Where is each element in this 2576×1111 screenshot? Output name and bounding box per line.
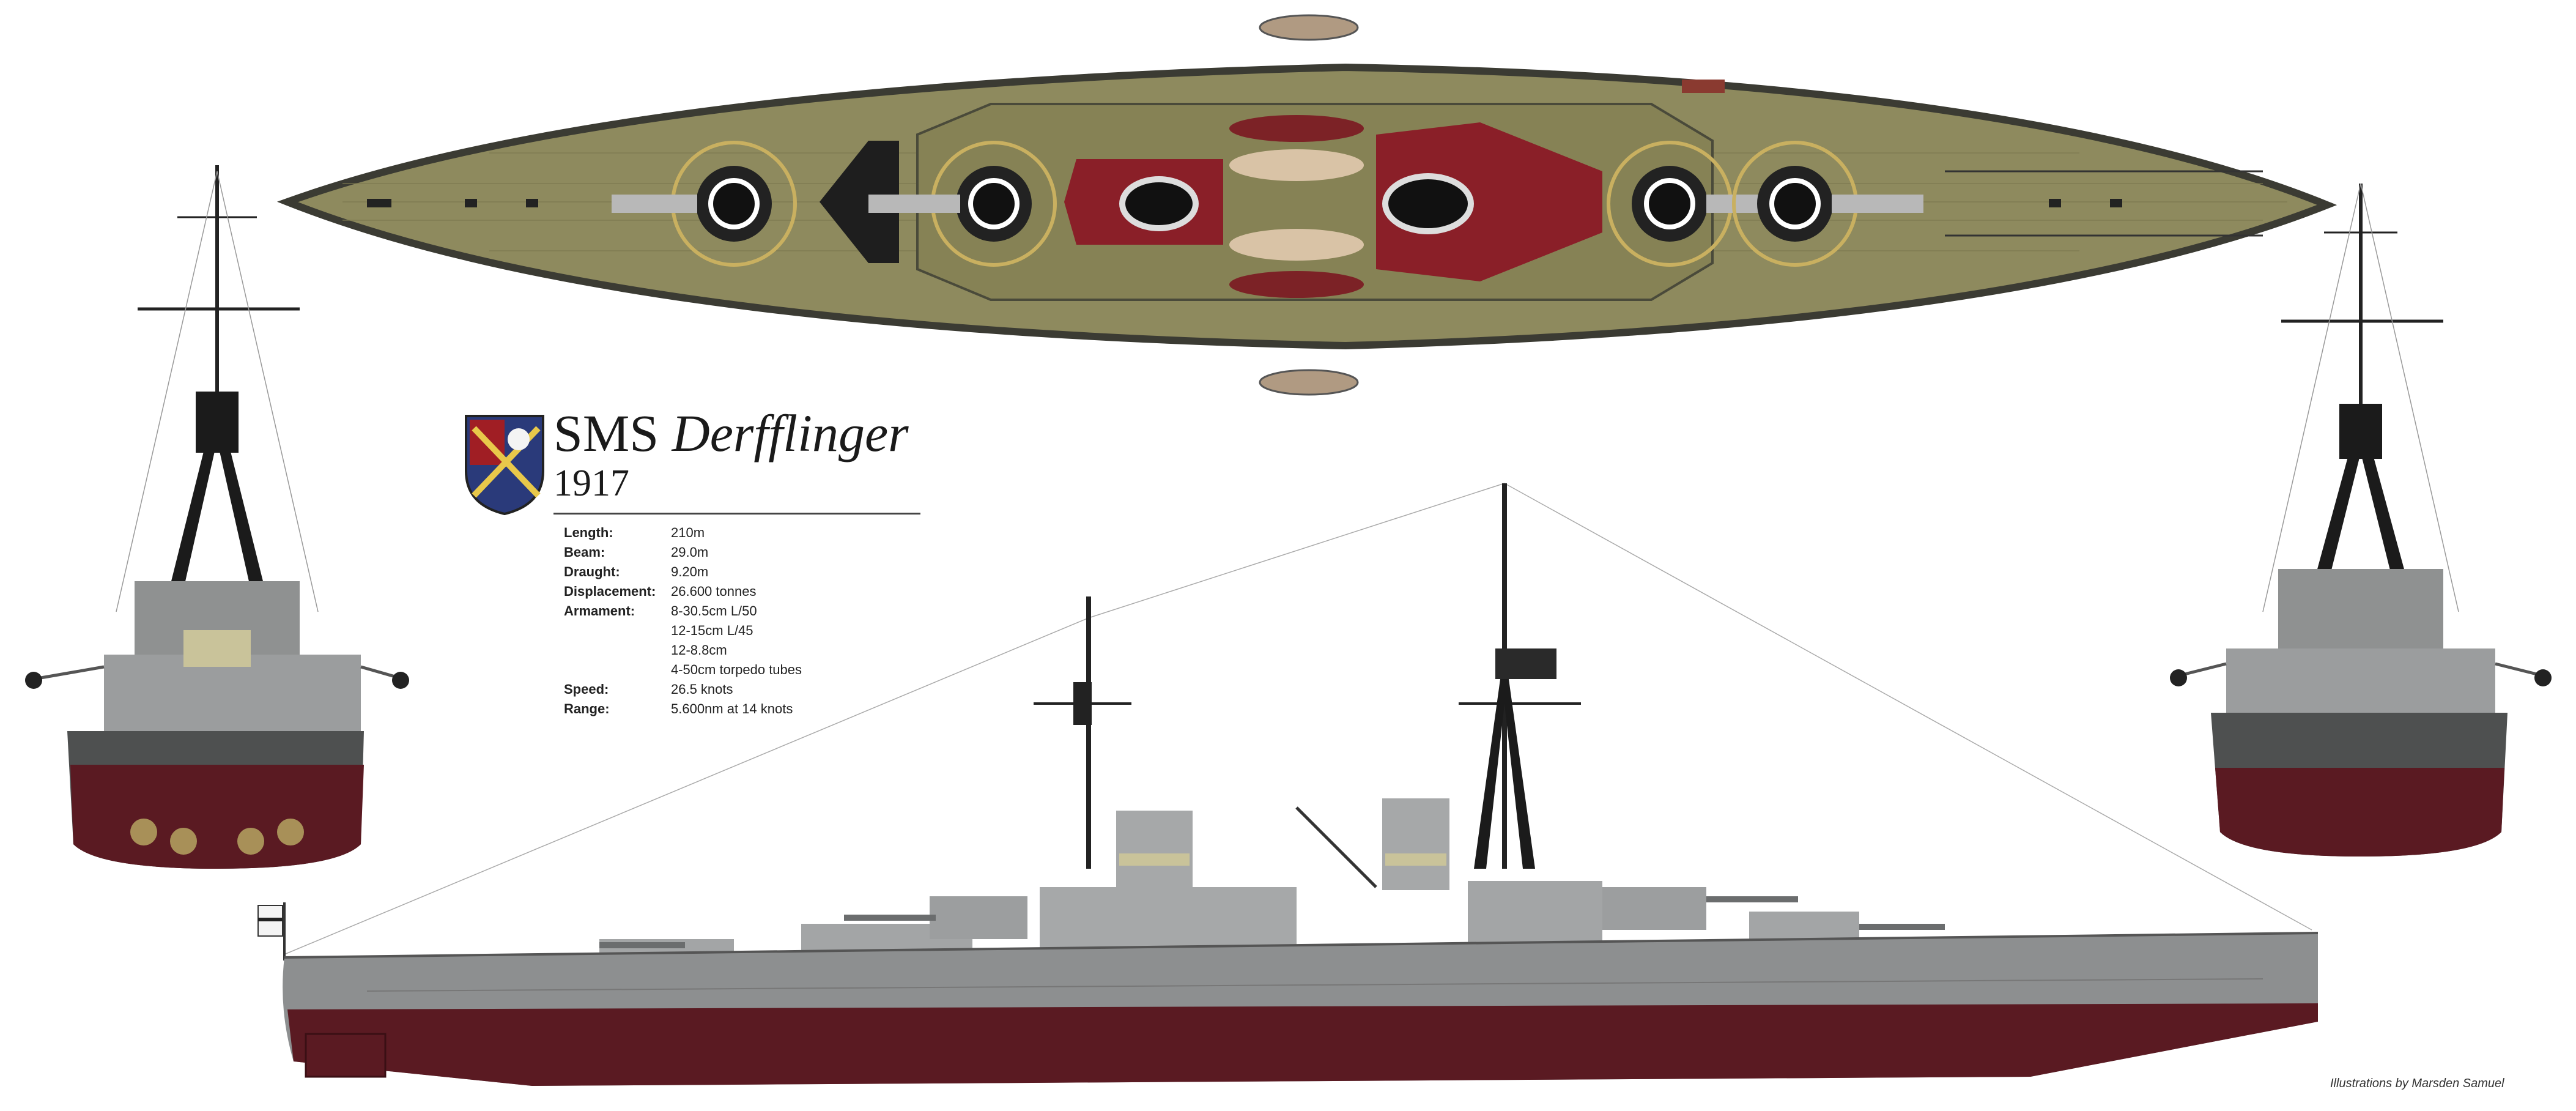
spec-value: 5.600nm at 14 knots (671, 701, 793, 716)
spec-label: Draught: (564, 564, 620, 579)
spec-label: Speed: (564, 682, 609, 697)
stern-view (25, 165, 409, 869)
ship-title: SMS Derfflinger (553, 407, 927, 459)
bow-view (2170, 183, 2552, 856)
ship-year: 1917 (553, 463, 629, 504)
spec-row: Beam: 29.0m (564, 543, 854, 562)
spec-value: 9.20m (671, 564, 709, 579)
spec-label: Armament: (564, 603, 635, 619)
spec-row: Armament: 8-30.5cm L/50 (564, 601, 854, 621)
spec-value: 4-50cm torpedo tubes (671, 662, 802, 677)
spec-row: Displacement: 26.600 tonnes (564, 582, 854, 601)
plan-view (276, 14, 2337, 396)
spec-row: 12-8.8cm (564, 641, 854, 660)
spec-value: 8-30.5cm L/50 (671, 603, 757, 619)
spec-row: Speed: 26.5 knots (564, 680, 854, 699)
spec-row: 4-50cm torpedo tubes (564, 660, 854, 680)
specs-table: Length: 210m Beam: 29.0m Draught: 9.20m Dis… (564, 523, 854, 719)
title-divider (553, 513, 920, 515)
spec-value: 26.600 tonnes (671, 584, 757, 599)
spec-value: 26.5 knots (671, 682, 733, 697)
spec-label: Displacement: (564, 584, 656, 599)
side-view (257, 483, 2319, 1086)
title-block: SMS Derfflinger 1917 (462, 407, 927, 515)
spec-label (564, 621, 671, 641)
spec-row: Draught: 9.20m (564, 562, 854, 582)
ship-prefix: SMS (553, 404, 659, 463)
spec-row: Length: 210m (564, 523, 854, 543)
spec-label (564, 641, 671, 660)
spec-value: 29.0m (671, 544, 709, 560)
spec-value: 12-8.8cm (671, 642, 727, 658)
crest-logo (465, 415, 544, 516)
spec-value: 210m (671, 525, 705, 540)
spec-label: Length: (564, 525, 613, 540)
spec-label (564, 660, 671, 680)
illustration-credit: Illustrations by Marsden Samuel (2330, 1077, 2504, 1090)
ship-name: Derfflinger (672, 404, 909, 463)
spec-row: 12-15cm L/45 (564, 621, 854, 641)
spec-value: 12-15cm L/45 (671, 623, 753, 638)
spec-label: Beam: (564, 544, 605, 560)
spec-row: Range: 5.600nm at 14 knots (564, 699, 854, 719)
spec-label: Range: (564, 701, 610, 716)
